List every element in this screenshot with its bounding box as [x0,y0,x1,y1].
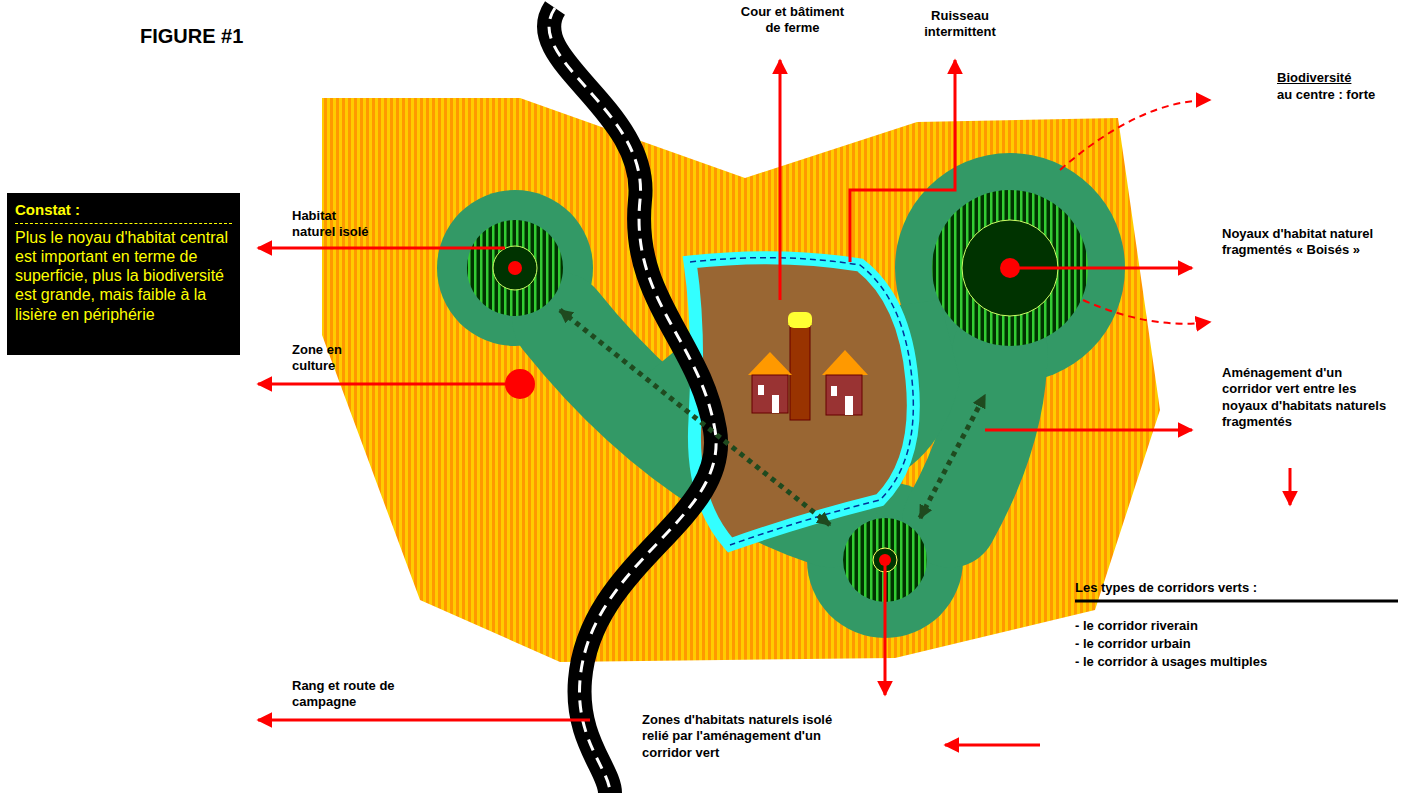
callout-label: Rang et route de campagne [292,678,402,711]
callout-label: Aménagement d'un corridor vert entre les… [1222,365,1387,430]
callout-label: Zones d'habitats naturels isolé relié pa… [642,712,837,761]
callout-label: Noyaux d'habitat naturel fragmentés « Bo… [1222,226,1382,259]
callout-label: Habitat naturel isolé [292,208,382,241]
habitat-cores [467,190,1088,602]
note-heading: Constat : [15,201,232,224]
callout-label: Les types de corridors verts : [1075,580,1395,596]
callout-label: Cour et bâtiment de ferme [735,4,850,37]
note-box: Constat : Plus le noyau d'habitat central… [7,193,240,355]
country-road [549,8,716,793]
list-rule [1075,600,1398,603]
callout-label: au centre : forte [1277,87,1402,103]
farm-buildings [748,312,868,420]
farm-yard [690,258,913,545]
crop-zone [322,98,1160,662]
callout-label: Biodiversité [1277,70,1397,86]
callout-label: - le corridor urbain [1075,636,1395,652]
callout-label: - le corridor riverain [1075,618,1395,634]
note-body: Plus le noyau d'habitat central est impo… [15,228,232,324]
figure-title: FIGURE #1 [140,24,243,49]
movement-arrows [560,310,985,525]
callout-label: - le corridor à usages multiples [1075,654,1395,670]
callout-label: Ruisseau intermittent [905,8,1015,41]
crop-marker [505,369,535,399]
stream [690,258,913,545]
callout-label: Zone en culture [292,342,382,375]
